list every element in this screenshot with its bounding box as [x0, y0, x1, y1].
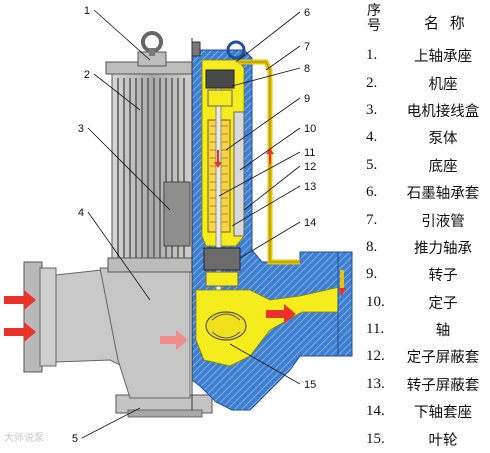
callout-11: 11	[304, 147, 315, 159]
legend-item-name: 电机接线盒	[406, 103, 480, 120]
legend-item-name: 机座	[428, 76, 458, 93]
watermark: 大师说泵	[4, 433, 44, 444]
legend-item-name: 引液管	[421, 213, 465, 230]
legend-item: 5. 底座	[366, 152, 490, 179]
legend-item: 10. 定子	[366, 289, 490, 316]
callout-7: 7	[304, 41, 310, 53]
legend-item-name: 转子屏蔽套	[406, 377, 480, 394]
callout-9: 9	[304, 93, 310, 105]
terminal-box	[163, 181, 191, 247]
upper-bearing-seat	[137, 31, 167, 67]
callout-1: 1	[84, 5, 90, 17]
impeller-inlet-arrow	[160, 330, 188, 350]
legend-item-name: 下轴套座	[414, 405, 472, 422]
legend-item-name: 底座	[428, 158, 458, 175]
legend-item-number: 8.	[366, 238, 378, 255]
legend-item-number: 7.	[366, 211, 378, 228]
legend-item-number: 11.	[366, 321, 385, 338]
legend-item-number: 14.	[366, 403, 385, 420]
legend-item: 15. 叶轮	[366, 425, 490, 452]
legend-item: 6. 石墨轴承套	[366, 179, 490, 206]
legend-item-number: 6.	[366, 184, 378, 201]
callout-4: 4	[78, 207, 84, 219]
flow-arrows	[4, 148, 346, 350]
callout-15: 15	[304, 379, 316, 391]
callout-14: 14	[304, 217, 316, 229]
legend-item-number: 1.	[366, 47, 378, 64]
legend-item: 12. 定子屏蔽套	[366, 343, 490, 370]
callout-13: 13	[304, 181, 316, 193]
callout-numbers: 1 2 3 4 5 6 7 8 9 10 11 12 13 14 15	[72, 5, 316, 445]
legend-item: 13. 转子屏蔽套	[366, 371, 490, 398]
legend-header-number: 序 号	[366, 4, 382, 34]
legend-item: 14. 下轴套座	[366, 398, 490, 425]
callout-6: 6	[304, 7, 310, 19]
legend-header: 序 号 名 称	[366, 4, 490, 42]
legend-item-name: 泵体	[428, 131, 458, 148]
legend-item-number: 10.	[366, 293, 385, 310]
legend-item-number: 2.	[366, 74, 378, 91]
legend-item: 2. 机座	[366, 69, 490, 96]
legend-item: 9. 转子	[366, 261, 490, 288]
legend-item: 8. 推力轴承	[366, 234, 490, 261]
inlet-arrow-lower	[4, 322, 36, 342]
callout-5: 5	[72, 433, 78, 445]
parts-legend: 序 号 名 称 1. 上轴承座 2. 机座 3. 电机接线盒 4. 泵体 5. 底座 6.…	[366, 4, 490, 453]
legend-item: 4. 泵体	[366, 124, 490, 151]
legend-item-number: 3.	[366, 101, 378, 118]
legend-item-number: 9.	[366, 266, 378, 283]
legend-header-number-char-1: 序	[367, 3, 381, 19]
legend-item-name: 叶轮	[428, 432, 458, 449]
callout-12: 12	[304, 161, 316, 173]
legend-item: 3. 电机接线盒	[366, 97, 490, 124]
legend-item-number: 4.	[366, 129, 378, 146]
callout-3: 3	[78, 123, 84, 135]
cutaway-section	[191, 40, 353, 411]
legend-item-name: 推力轴承	[414, 240, 472, 257]
legend-item-name: 石墨轴承套	[406, 186, 480, 203]
legend-item-name: 转子	[428, 268, 458, 285]
legend-item-name: 定子屏蔽套	[406, 350, 480, 367]
callout-leaders	[81, 9, 301, 439]
inlet-arrow-upper	[4, 290, 36, 310]
legend-header-number-char-2: 号	[367, 18, 381, 34]
callout-10: 10	[304, 123, 316, 135]
legend-item-number: 5.	[366, 156, 378, 173]
legend-item: 7. 引液管	[366, 206, 490, 233]
legend-item-name: 上轴承座	[414, 49, 472, 66]
legend-item-name: 定子	[428, 295, 458, 312]
outlet-arrow	[266, 304, 296, 324]
legend-item-number: 15.	[366, 430, 385, 447]
legend-item: 11. 轴	[366, 316, 490, 343]
legend-item: 1. 上轴承座	[366, 42, 490, 69]
callout-8: 8	[304, 63, 310, 75]
legend-item-name: 轴	[435, 323, 451, 340]
legend-item-number: 12.	[366, 348, 385, 365]
callout-2: 2	[84, 69, 90, 81]
legend-header-name: 名 称	[424, 14, 468, 32]
legend-item-number: 13.	[366, 375, 385, 392]
